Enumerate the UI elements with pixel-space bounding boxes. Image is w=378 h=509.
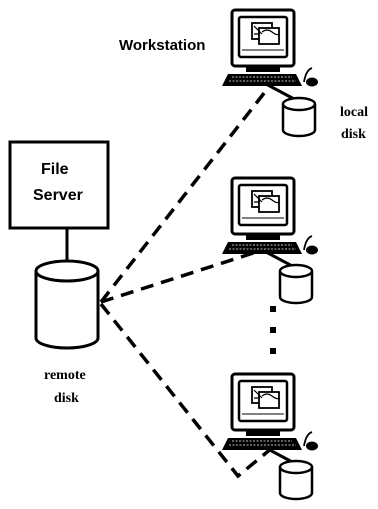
dashed-connection-1 bbox=[99, 81, 274, 304]
file-server-box bbox=[8, 140, 110, 230]
workstation-icon bbox=[220, 8, 320, 88]
local-disk-label-line1: local bbox=[340, 105, 368, 120]
remote-disk-icon bbox=[34, 259, 100, 350]
local-disk-icon bbox=[278, 263, 314, 305]
remote-disk-label-line1: remote bbox=[44, 368, 86, 383]
workstation-icon bbox=[220, 372, 320, 452]
remote-disk-label-line2: disk bbox=[54, 391, 79, 406]
local-disk-label-line2: disk bbox=[341, 127, 366, 142]
more-workstations-dots bbox=[270, 306, 276, 354]
workstation-icon bbox=[220, 176, 320, 256]
workstation-label: Workstation bbox=[119, 37, 206, 54]
dashed-connection-3 bbox=[99, 302, 274, 479]
file-server-label-line1: File bbox=[41, 161, 69, 178]
local-disk-icon bbox=[278, 459, 314, 501]
local-disk-icon bbox=[281, 96, 317, 138]
file-server-label-line2: Server bbox=[33, 187, 83, 204]
dashed-connection-2 bbox=[100, 245, 273, 304]
local-disk-cable bbox=[265, 82, 297, 102]
